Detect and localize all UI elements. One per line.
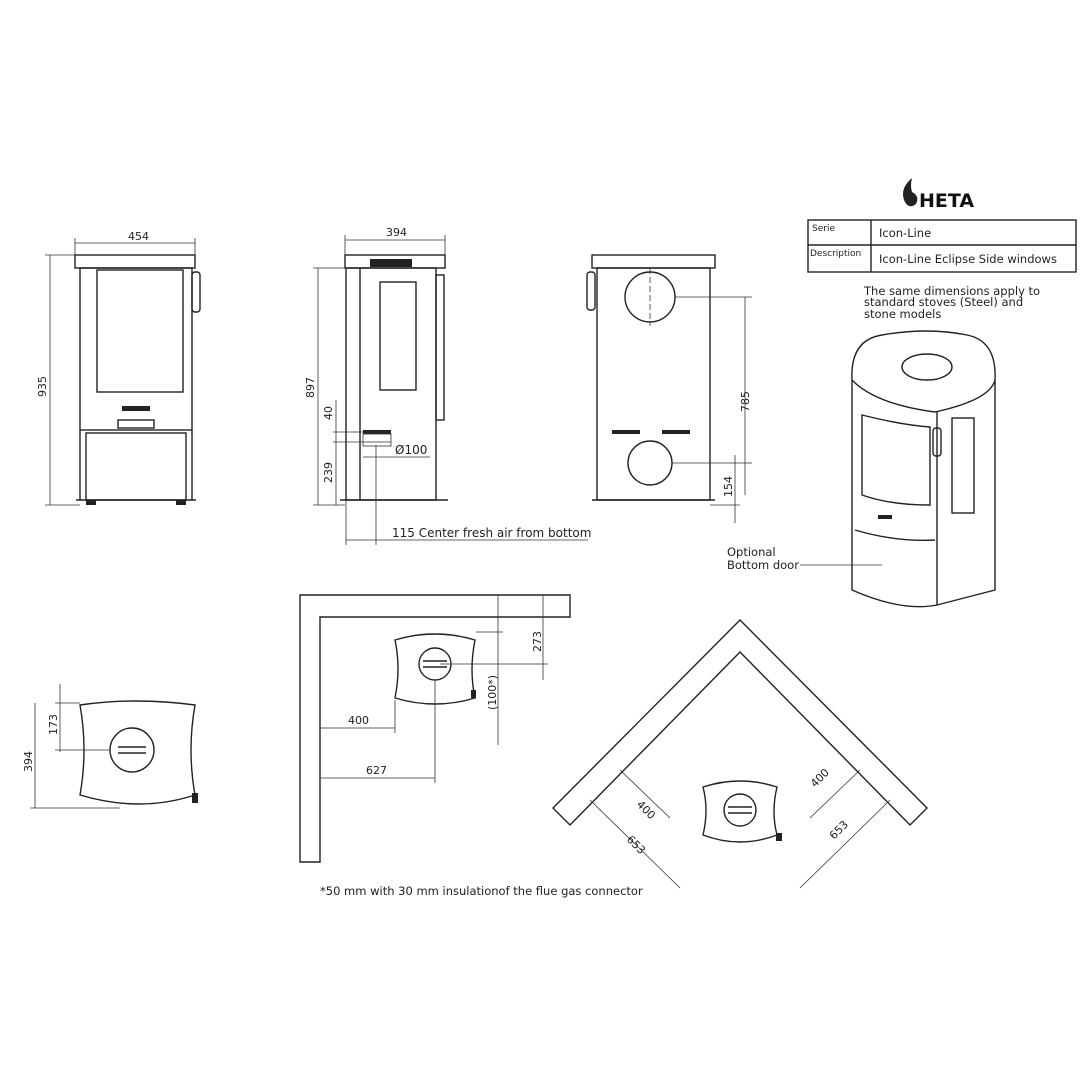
description-value: Icon-Line Eclipse Side windows bbox=[879, 252, 1057, 266]
svg-text:785: 785 bbox=[739, 391, 752, 412]
front-view: 454 935 bbox=[36, 230, 201, 506]
svg-text:HETA: HETA bbox=[919, 190, 974, 212]
heta-logo: HETA bbox=[903, 178, 974, 212]
note: The same dimensions apply to standard st… bbox=[863, 284, 1040, 321]
svg-text:standard stoves (Steel) and: standard stoves (Steel) and bbox=[864, 295, 1023, 309]
svg-text:stone models: stone models bbox=[864, 307, 941, 321]
svg-text:400: 400 bbox=[808, 766, 832, 790]
info-table: Serie Icon-Line Description Icon-Line Ec… bbox=[807, 219, 1077, 273]
svg-text:627: 627 bbox=[366, 764, 387, 777]
top-view: 173 394 bbox=[22, 684, 198, 809]
svg-text:454: 454 bbox=[128, 230, 149, 243]
svg-text:40: 40 bbox=[322, 406, 335, 420]
svg-text:115 Center fresh air from bott: 115 Center fresh air from bottom bbox=[392, 526, 591, 540]
svg-text:400: 400 bbox=[348, 714, 369, 727]
svg-text:239: 239 bbox=[322, 462, 335, 483]
back-view: 785 154 bbox=[586, 254, 752, 523]
svg-text:400: 400 bbox=[634, 798, 658, 822]
wall-view: 273 (100*) 400 627 bbox=[299, 594, 571, 863]
svg-text:394: 394 bbox=[386, 226, 407, 239]
corner-view: 400 400 653 653 bbox=[552, 619, 928, 889]
svg-text:154: 154 bbox=[722, 476, 735, 497]
serie-value: Icon-Line bbox=[879, 226, 931, 240]
serie-label: Serie bbox=[812, 224, 835, 234]
svg-text:173: 173 bbox=[47, 714, 60, 735]
svg-text:The same dimensions apply to: The same dimensions apply to bbox=[863, 284, 1040, 298]
footnote: *50 mm with 30 mm insulationof the flue … bbox=[320, 884, 643, 898]
svg-text:394: 394 bbox=[22, 751, 35, 772]
svg-text:(100*): (100*) bbox=[486, 675, 499, 710]
svg-text:273: 273 bbox=[531, 631, 544, 652]
svg-text:653: 653 bbox=[827, 818, 851, 842]
svg-text:897: 897 bbox=[304, 377, 317, 398]
svg-text:935: 935 bbox=[36, 376, 49, 397]
side-view: 394 897 40 239 Ø100 115 Center fresh air… bbox=[304, 226, 591, 545]
svg-text:Bottom door: Bottom door bbox=[727, 558, 799, 572]
stove-3d-view: Optional Bottom door bbox=[727, 330, 996, 608]
description-label: Description bbox=[810, 249, 861, 259]
svg-text:Optional: Optional bbox=[727, 545, 776, 559]
svg-text:Ø100: Ø100 bbox=[395, 443, 427, 457]
